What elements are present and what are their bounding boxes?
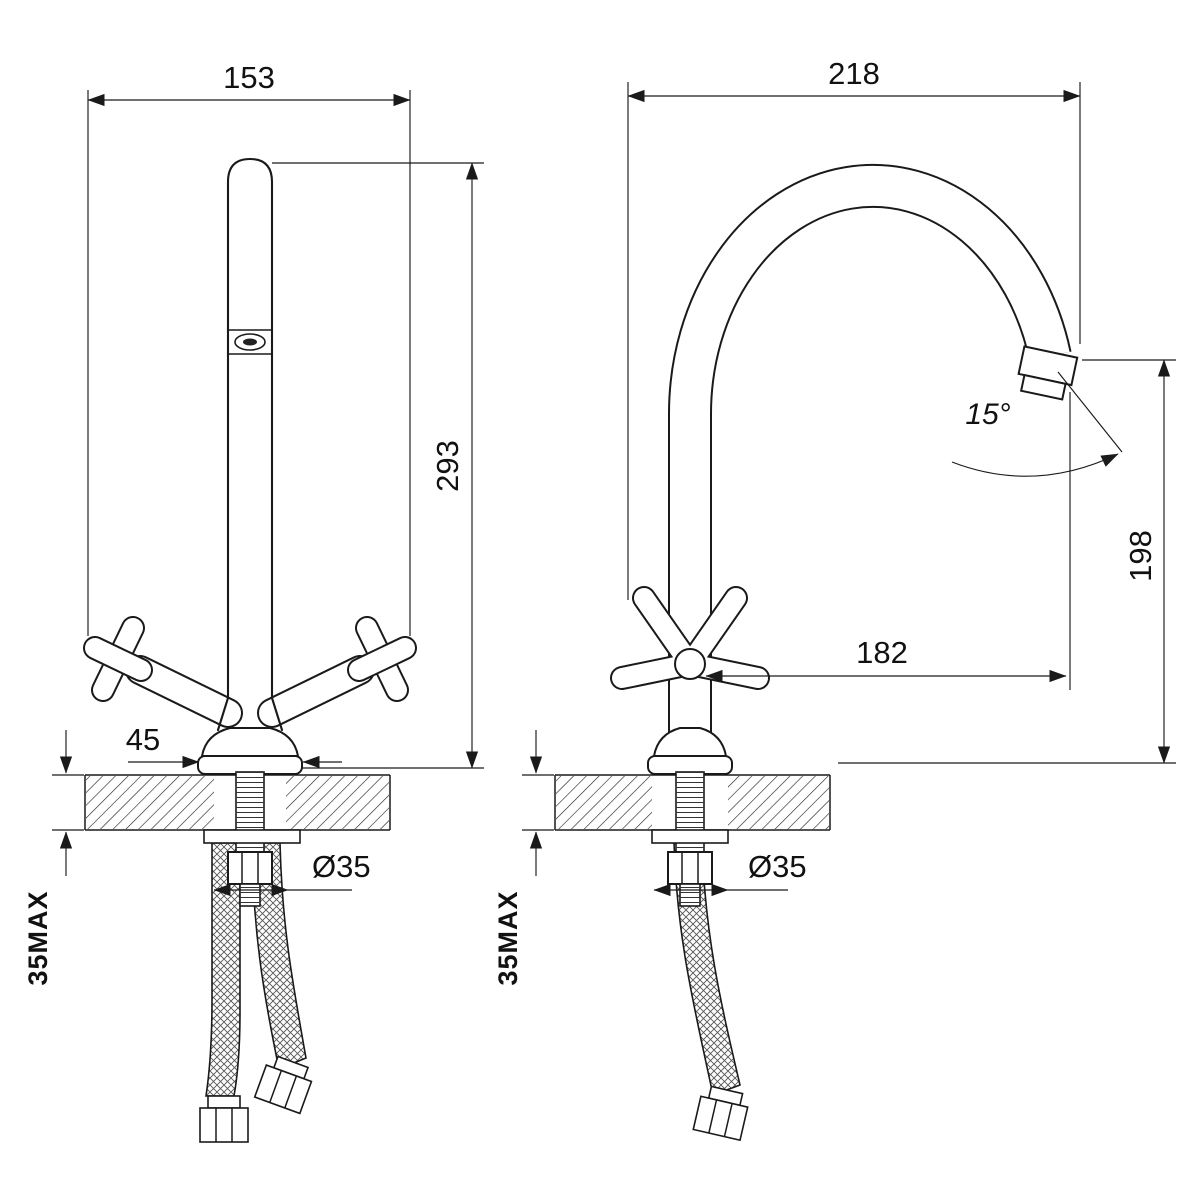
- side-hose-fitting: [692, 1085, 749, 1142]
- front-view: 153 293 45 Ø35 35MAX: [23, 60, 484, 1143]
- front-width-label: 153: [223, 60, 275, 95]
- side-view: 218 15° 198 182 Ø35 35MAX: [493, 56, 1176, 1142]
- front-dimensions: 153 293 45 Ø35 35MAX: [23, 60, 484, 986]
- side-spout-outlet: [1017, 345, 1079, 401]
- front-max-thickness-label: 35MAX: [23, 890, 53, 985]
- front-spout-body: [226, 157, 274, 704]
- front-hub: [216, 696, 284, 732]
- front-base-width-label: 45: [126, 722, 160, 757]
- side-max-thickness-label: 35MAX: [493, 890, 523, 985]
- side-dimensions: 218 15° 198 182 Ø35 35MAX: [493, 56, 1176, 986]
- side-base-dome: [652, 727, 728, 757]
- front-base-dome: [200, 727, 300, 757]
- front-left-handle: [83, 616, 243, 728]
- side-gooseneck-spout: [667, 163, 1079, 742]
- side-hole-diameter-label: Ø35: [748, 849, 807, 884]
- side-depth-label: 218: [828, 56, 880, 91]
- front-hose-fitting-right: [253, 1055, 313, 1115]
- side-reach-label: 182: [856, 635, 908, 670]
- side-mounting-shank: [651, 771, 729, 907]
- side-spout-angle-label: 15°: [965, 398, 1010, 431]
- countertop-side: [554, 774, 831, 831]
- front-height-label: 293: [430, 440, 465, 492]
- front-hole-diameter-label: Ø35: [312, 849, 371, 884]
- front-right-handle: [257, 616, 417, 728]
- side-spout-height-label: 198: [1123, 530, 1158, 582]
- front-aerator: [229, 329, 271, 355]
- countertop-front: [84, 774, 391, 831]
- front-hose-fitting-left: [199, 1095, 249, 1143]
- front-supply-hoses: [199, 842, 313, 1143]
